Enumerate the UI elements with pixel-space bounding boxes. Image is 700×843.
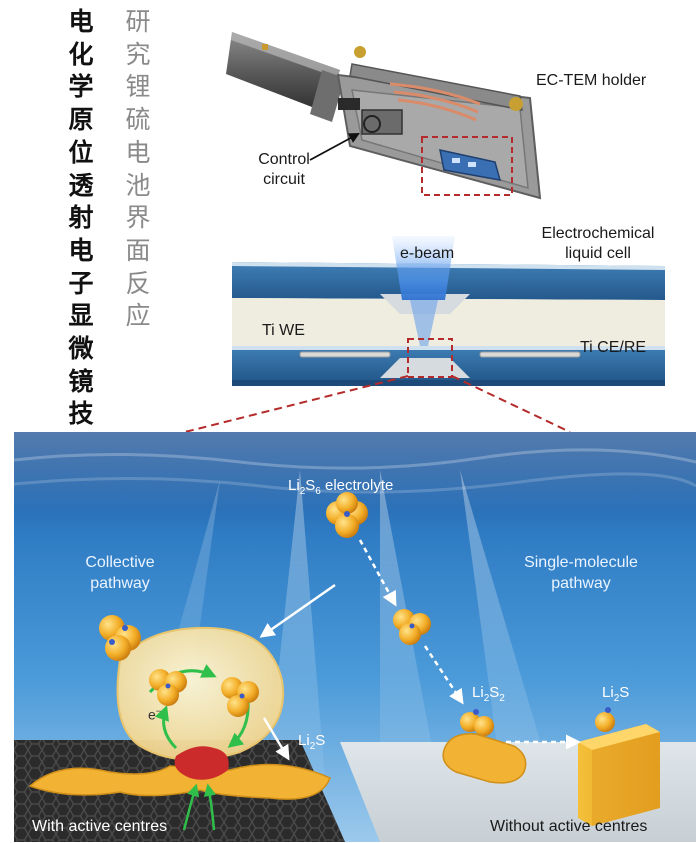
polysulfide-cluster-inside-2 [221,677,259,717]
li2s2-label-li: Li [472,684,484,701]
control-circuit-arrow [309,132,360,161]
li2s-film [28,763,331,800]
single-molecule-pathway-label-line2: pathway [551,575,611,592]
li2s-left-label: Li2S [298,732,325,752]
title-char: 透 [68,170,94,200]
control-circuit-label-line1: Control [258,151,310,168]
reaction-scene [13,432,697,842]
liquid-cell-label-line2: liquid cell [565,245,631,262]
single-molecule-pathway-label: Single-molecule pathway [508,552,654,594]
li2sx-droplet [116,626,285,761]
title-char: 技 [68,399,94,429]
polysulfide-cluster-top [326,492,368,538]
title-char: 子 [68,268,94,298]
collective-pathway-label: Collective pathway [70,552,170,594]
electron-label: e− [148,706,161,723]
e-beam-label: e-beam [400,245,455,262]
subtitle-char: 究 [125,39,151,69]
control-circuit-label-line2: circuit [263,171,305,188]
title-char: 原 [68,105,94,135]
li2s6-electrolyte-sub2: 6 [315,486,321,497]
li2s-left-label-sub: 2 [309,741,316,752]
li2s6-electrolyte-li: Li [288,477,300,494]
without-active-centres-label: Without active centres [490,818,648,835]
title-char: 微 [68,334,94,364]
li2s-right-label: Li2S [602,684,629,704]
title-char: 学 [68,72,94,102]
callout-line-right [451,375,571,433]
control-circuit-label: Control circuit [254,150,314,190]
subtitle-char: 池 [125,170,151,200]
holder-screw [262,44,268,50]
liquid-cell-label-line1: Electrochemical [541,225,655,242]
collective-pathway-label-line2: pathway [90,575,150,592]
electron-label-e: e [148,706,156,723]
subtitle-char: 应 [125,301,151,331]
subtitle-char: 电 [125,137,151,167]
title-char: 显 [68,301,94,331]
single-pathway-arrow-2 [423,645,464,705]
polysulfide-cluster-inside-1 [149,669,187,706]
liquid-cell-illustration [232,236,665,386]
electron-label-charge: − [155,706,162,716]
title-char: 化 [68,39,94,69]
li2s2-label-sub2: 2 [499,693,505,704]
li2s2-label-sub1: 2 [483,693,490,704]
li2s-right-label-s: S [619,684,630,701]
li2s-right-label-sub: 2 [613,693,620,704]
li2s2-label: Li2S2 [472,684,505,704]
li2s-right-label-li: Li [602,684,614,701]
li2s-left-label-li: Li [298,732,310,749]
li2s2-cluster [460,709,494,736]
single-pathway-arrow-1 [358,539,397,607]
polysulfide-cluster-middle [393,609,431,645]
subtitle-char: 锂 [125,72,151,102]
li2s6-electrolyte-label: Li2S6 electrolyte [288,477,393,497]
with-active-centres-label: With active centres [32,818,168,835]
subtitle-char: 硫 [125,105,151,135]
page-subtitle: 研究锂硫电池界面反应 [121,6,155,333]
polysulfide-cluster-incoming [99,615,141,661]
li2s2-deposit [442,733,527,784]
cell-callout-box [407,338,453,378]
li2s-cluster [595,707,615,732]
title-char: 电 [68,235,94,265]
ec-tem-holder-label: EC-TEM holder [536,72,647,89]
li2s6-electrolyte-s: S [305,477,316,494]
li2s-left-label-s: S [315,732,326,749]
title-char: 电 [68,7,94,36]
li2s6-electrolyte-sub1: 2 [299,486,306,497]
subtitle-char: 面 [125,235,151,265]
ec-tem-holder-illustration [226,32,542,200]
li2s6-electrolyte-word: electrolyte [320,477,394,494]
title-char: 位 [68,137,94,167]
single-molecule-pathway-label-line1: Single-molecule [524,554,638,571]
active-centre [174,746,229,780]
title-char: 镜 [68,366,94,396]
subtitle-char: 界 [125,203,151,233]
collective-pathway-label-line1: Collective [85,554,155,571]
liquid-cell-label: Electrochemical liquid cell [530,224,666,264]
e-beam-cone [392,236,455,300]
li2s-product-arrow [262,717,290,761]
title-char: 射 [68,203,94,233]
counter-electrode-label: Ti CE/RE [580,339,647,356]
collective-pathway-arrow [259,583,336,638]
page-title: 电化学原位透射电子显微镜技术 [64,6,98,464]
li2s2-label-s: S [489,684,500,701]
subtitle-char: 反 [125,268,151,298]
working-electrode-label: Ti WE [262,322,305,339]
holder-callout-box [421,136,513,196]
subtitle-char: 研 [125,7,151,36]
